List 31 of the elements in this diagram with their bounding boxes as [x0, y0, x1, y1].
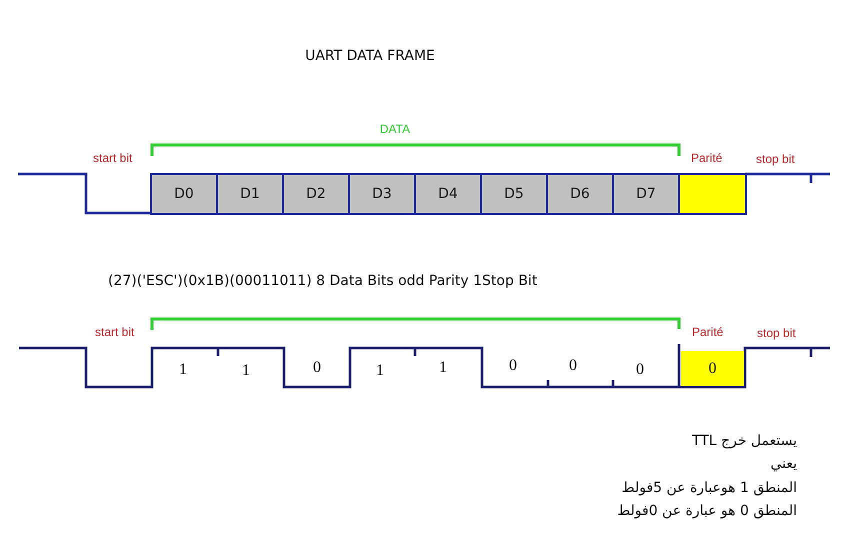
bit-value: 0: [636, 360, 644, 380]
data-bit-box: D0: [150, 173, 218, 215]
stop-bit-label: stop bit: [757, 326, 796, 340]
data-label: DATA: [380, 122, 410, 136]
note-text: المنطق 0 هو عبارة عن 0فولط: [617, 503, 797, 520]
data-bit-box: D1: [216, 173, 284, 215]
start-bit-label: start bit: [93, 151, 132, 166]
data-bit-box: D5: [480, 173, 548, 215]
data-bit-box: D3: [348, 173, 416, 215]
start-bit-label: start bit: [95, 325, 134, 340]
note-text: المنطق 1 هوعبارة عن 5فولط: [622, 480, 797, 497]
bit-value: 0: [569, 356, 577, 376]
bit-value: 1: [179, 360, 187, 380]
diagram-title: UART DATA FRAME: [305, 48, 435, 65]
data-bit-box: D7: [612, 173, 680, 215]
note-text: يعني: [770, 456, 797, 473]
note-text: يستعمل خرج TTL: [692, 433, 797, 450]
parity-box: 0: [681, 351, 744, 386]
bit-value: 1: [242, 361, 250, 380]
parity-label: Parité: [691, 151, 722, 166]
data-bit-box: D2: [282, 173, 350, 215]
frame-description: (27)('ESC')(0x1B)(00011011) 8 Data Bits odd Parity 1Stop Bit: [108, 273, 538, 290]
data-bit-box: D4: [414, 173, 482, 215]
bit-value: 0: [313, 358, 321, 378]
bit-value: 0: [509, 356, 517, 376]
parity-label: Parité: [692, 325, 724, 340]
data-bit-box: D6: [546, 173, 614, 215]
stop-bit-label: stop bit: [756, 152, 795, 166]
bit-value: 1: [439, 358, 447, 378]
bit-value: 1: [376, 361, 384, 380]
parity-box: [678, 173, 747, 215]
